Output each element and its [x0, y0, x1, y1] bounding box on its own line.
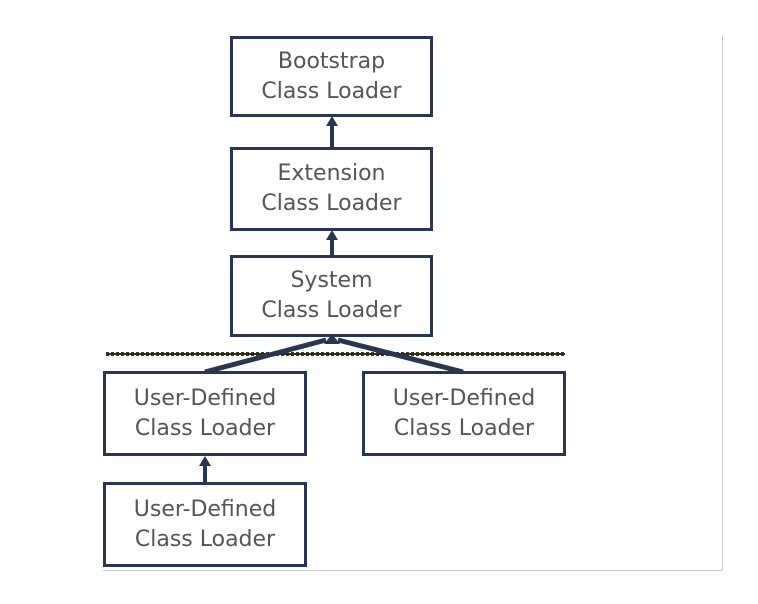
arrowhead-system: [324, 334, 340, 344]
user-left-label-line2: Class Loader: [134, 415, 276, 441]
user-bottom-label-line1: User-Defined: [133, 496, 277, 522]
system-label-line1: System: [290, 268, 373, 293]
extension-label-line2: Class Loader: [261, 191, 402, 216]
arrowhead-userleft: [199, 456, 211, 466]
system-label-line2: Class Loader: [261, 298, 402, 323]
extension-class-loader-box: Extension Class Loader: [230, 147, 433, 231]
user-right-label-line2: Class Loader: [393, 415, 535, 441]
system-class-loader-box: System Class Loader: [230, 255, 433, 337]
frame-bottom-edge: [103, 570, 723, 571]
arrow-userleft-to-system: [204, 337, 327, 375]
bootstrap-label-line2: Class Loader: [261, 78, 402, 104]
arrow-userright-to-system: [337, 337, 464, 375]
bootstrap-class-loader-box: Bootstrap Class Loader: [230, 36, 433, 117]
user-defined-class-loader-left-box: User-Defined Class Loader: [103, 371, 307, 456]
bootstrap-label-line1: Bootstrap: [277, 48, 386, 74]
user-bottom-label-line2: Class Loader: [134, 526, 276, 552]
user-left-label-line1: User-Defined: [133, 385, 277, 411]
user-defined-class-loader-bottom-box: User-Defined Class Loader: [103, 482, 307, 567]
extension-label-line1: Extension: [277, 161, 386, 186]
frame-right-edge: [722, 36, 723, 570]
arrowhead-bootstrap: [326, 116, 338, 126]
user-right-label-line1: User-Defined: [392, 385, 536, 411]
arrowhead-extension: [326, 230, 338, 240]
user-defined-class-loader-right-box: User-Defined Class Loader: [362, 371, 566, 456]
